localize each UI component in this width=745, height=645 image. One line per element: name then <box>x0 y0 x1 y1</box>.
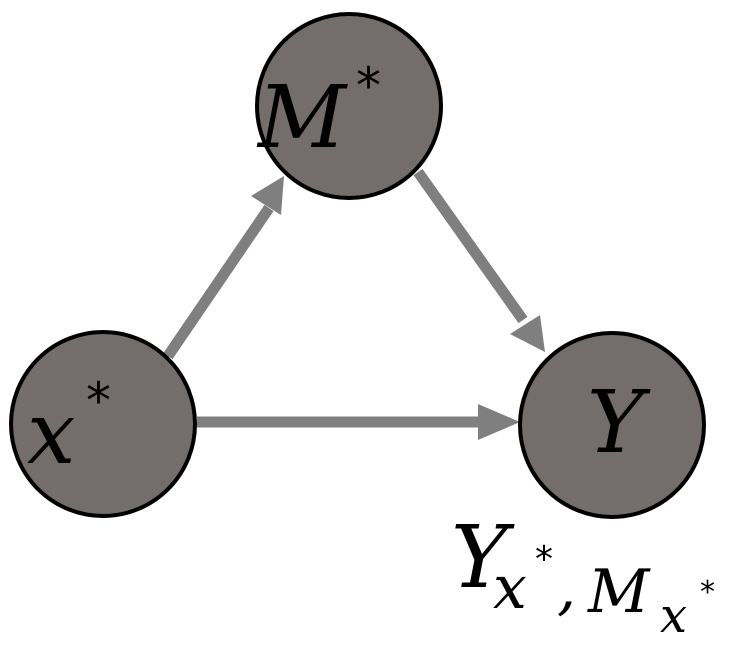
outcome-annotation: Y x * , M x * <box>451 508 715 644</box>
annotation-sub-x: x <box>493 553 527 623</box>
node-outcome: Y <box>518 331 706 519</box>
annotation-sub-m-x-star: * <box>700 575 715 610</box>
edge-mediator-to-outcome <box>413 168 528 324</box>
edge-exposure-to-mediator <box>163 204 274 360</box>
annotation-sub-m-x: x <box>660 588 687 644</box>
annotation-sub-m: M <box>587 557 651 627</box>
node-mediator: M * <box>255 12 443 200</box>
exposure-label: x <box>27 384 76 484</box>
exposure-circle <box>9 330 197 518</box>
edges <box>163 168 545 440</box>
mediator-star: * <box>356 57 381 115</box>
outcome-label: Y <box>587 373 651 473</box>
annotation-sub-x-star: * <box>535 539 553 580</box>
arrowhead-outcome-from-mediator <box>510 315 545 352</box>
mediator-label: M <box>256 68 348 168</box>
outcome-circle <box>518 331 706 519</box>
annotation-base: Y <box>451 508 515 608</box>
arrowhead-outcome-from-exposure <box>478 404 520 440</box>
node-exposure: x * <box>9 330 197 518</box>
annotation-comma: , <box>557 553 576 623</box>
arrowhead-mediator <box>251 176 284 215</box>
exposure-star: * <box>86 372 111 430</box>
mediator-circle <box>255 12 443 200</box>
